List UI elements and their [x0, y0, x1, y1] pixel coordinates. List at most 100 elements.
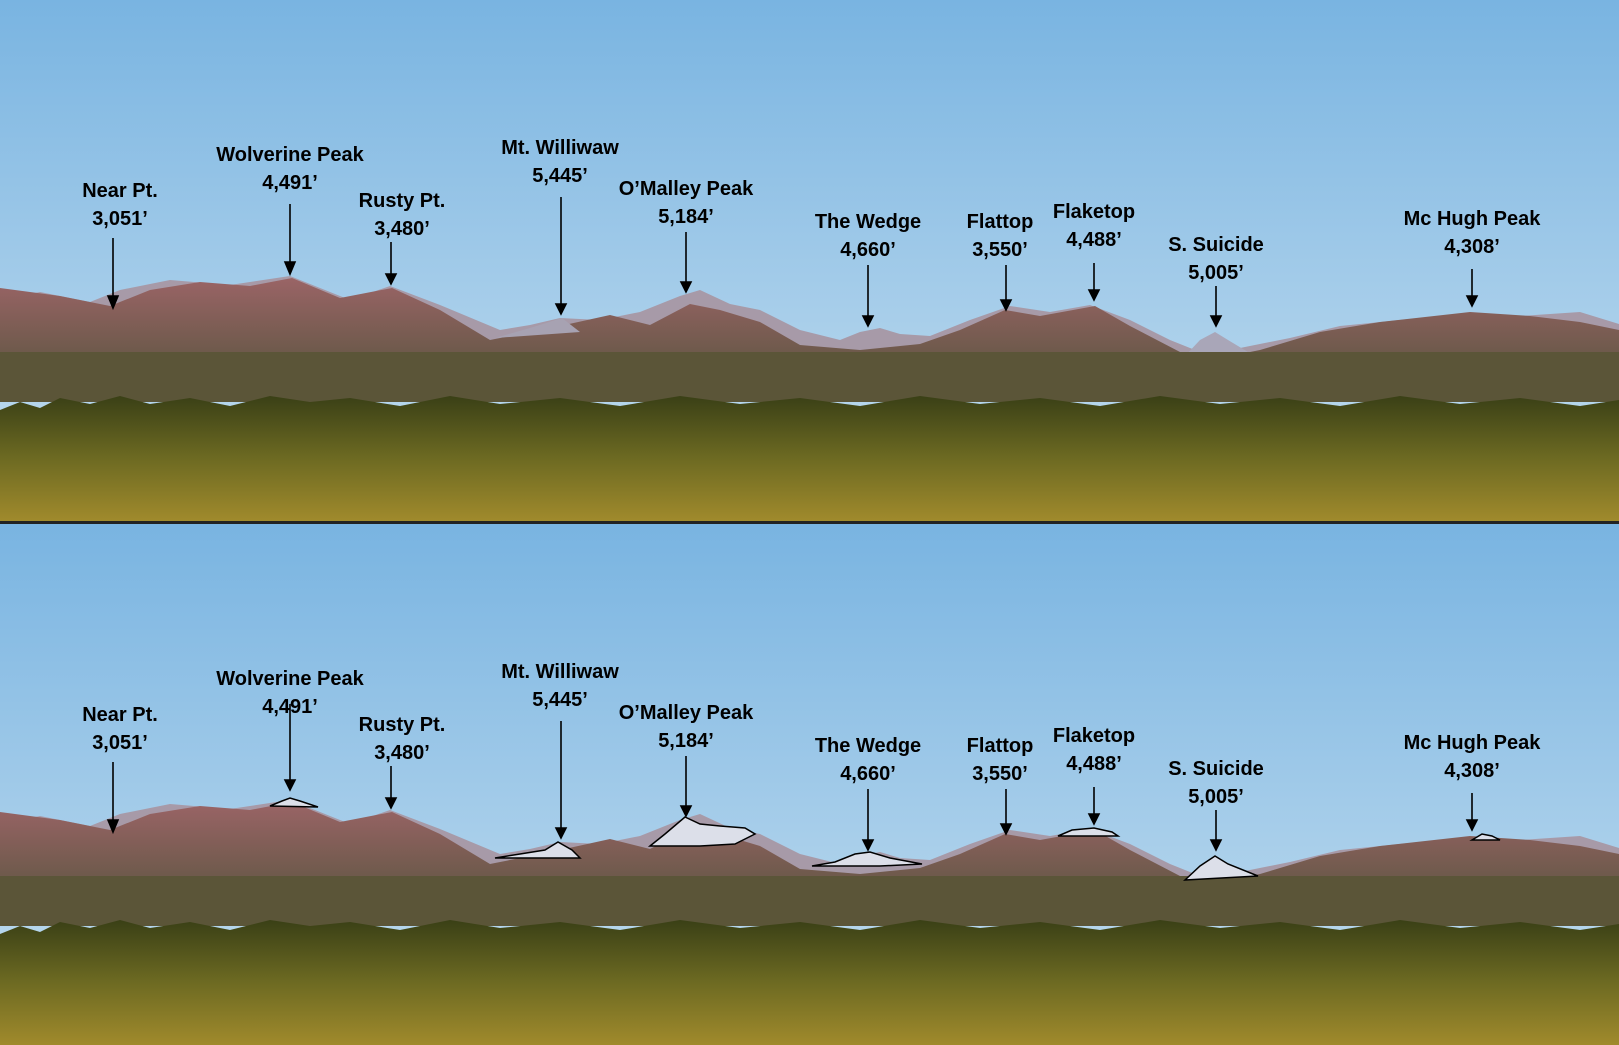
peak-label-williwaw: Mt. Williwaw 5,445’	[501, 134, 619, 190]
peak-name: Near Pt.	[82, 180, 158, 202]
outline-flaketop	[1057, 827, 1121, 837]
arrow-head-williwaw	[554, 303, 568, 316]
peak-name: Wolverine Peak	[216, 668, 364, 690]
peak-name: S. Suicide	[1168, 758, 1264, 780]
peak-elevation: 3,480’	[374, 742, 430, 764]
peak-name: Mc Hugh Peak	[1403, 208, 1541, 230]
mountain-scene-top	[0, 0, 1619, 521]
foothills	[0, 352, 1619, 402]
arrow-head-rusty	[384, 797, 398, 810]
summit-outlines	[269, 797, 1501, 881]
peak-elevation: 4,660’	[840, 239, 896, 261]
peak-name: Rusty Pt.	[358, 190, 446, 212]
peak-name: Near Pt.	[82, 704, 158, 726]
arrow-head-flaketop	[1087, 289, 1101, 302]
peak-label-rusty: Rusty Pt. 3,480’	[359, 187, 446, 243]
outline-wolverine	[269, 797, 319, 808]
panel-divider	[0, 521, 1619, 524]
peak-label-williwaw: Mt. Williwaw 5,445’	[501, 658, 619, 714]
peak-name: Flattop	[966, 735, 1034, 757]
peak-name: O’Malley Peak	[618, 702, 754, 724]
suicide-peak-shape	[1185, 332, 1248, 356]
peak-label-suicide: S. Suicide 5,005’	[1168, 755, 1264, 811]
peak-elevation: 3,550’	[972, 239, 1028, 261]
arrow-head-flaketop	[1087, 813, 1101, 826]
peak-elevation: 5,184’	[658, 206, 714, 228]
arrow-head-mchugh	[1465, 819, 1479, 832]
arrow-group-bottom	[106, 704, 1479, 852]
peak-name: O’Malley Peak	[618, 178, 754, 200]
arrow-head-flattop	[999, 823, 1013, 836]
arrow-head-suicide	[1209, 315, 1223, 328]
outline-wedge	[811, 851, 923, 867]
peak-elevation: 4,491’	[262, 696, 318, 718]
arrow-head-near-pt	[106, 819, 120, 835]
peak-label-mchugh: Mc Hugh Peak 4,308’	[1404, 205, 1541, 261]
peak-elevation: 5,445’	[532, 689, 588, 711]
arrow-head-flattop	[999, 299, 1013, 312]
peak-name: Mc Hugh Peak	[1403, 732, 1541, 754]
foothills	[0, 876, 1619, 926]
peak-name: The Wedge	[814, 211, 922, 233]
peak-label-flaketop: Flaketop 4,488’	[1053, 198, 1135, 254]
peak-name: The Wedge	[814, 735, 922, 757]
peak-name: Flaketop	[1052, 725, 1136, 747]
peak-name: Flattop	[966, 211, 1034, 233]
arrow-head-mchugh	[1465, 295, 1479, 308]
peak-elevation: 4,308’	[1444, 236, 1500, 258]
peak-name: Rusty Pt.	[358, 714, 446, 736]
peak-elevation: 4,660’	[840, 763, 896, 785]
peak-name: Mt. Williwaw	[501, 137, 619, 159]
forest	[0, 396, 1619, 521]
peak-elevation: 3,550’	[972, 763, 1028, 785]
panorama-panel-bottom: Near Pt. 3,051’ Wolverine Peak 4,491’ Ru…	[0, 524, 1619, 1045]
peak-elevation: 5,445’	[532, 165, 588, 187]
peak-label-wedge: The Wedge 4,660’	[815, 732, 921, 788]
peak-label-flattop: Flattop 3,550’	[967, 732, 1034, 788]
peak-label-flaketop: Flaketop 4,488’	[1053, 722, 1135, 778]
peak-elevation: 4,308’	[1444, 760, 1500, 782]
peak-name: Mt. Williwaw	[501, 661, 619, 683]
arrow-head-omalley	[679, 805, 693, 818]
arrow-head-rusty	[384, 273, 398, 286]
panorama-panel-top: Near Pt. 3,051’ Wolverine Peak 4,491’ Ru…	[0, 0, 1619, 521]
arrow-group-top	[106, 197, 1479, 328]
peak-elevation: 4,488’	[1066, 753, 1122, 775]
peak-label-wolverine: Wolverine Peak 4,491’	[216, 665, 363, 721]
peak-label-wolverine: Wolverine Peak 4,491’	[216, 141, 363, 197]
outline-suicide	[1182, 855, 1259, 881]
peak-label-rusty: Rusty Pt. 3,480’	[359, 711, 446, 767]
arrow-head-wedge	[861, 839, 875, 852]
outline-williwaw	[494, 841, 582, 859]
peak-elevation: 3,480’	[374, 218, 430, 240]
peak-elevation: 4,491’	[262, 172, 318, 194]
peak-label-omalley: O’Malley Peak 5,184’	[619, 699, 754, 755]
outline-omalley	[647, 816, 757, 847]
peak-name: S. Suicide	[1168, 234, 1264, 256]
peak-label-suicide: S. Suicide 5,005’	[1168, 231, 1264, 287]
peak-elevation: 3,051’	[92, 732, 148, 754]
peak-label-omalley: O’Malley Peak 5,184’	[619, 175, 754, 231]
peak-elevation: 5,005’	[1188, 786, 1244, 808]
williwaw-peak-shape	[495, 318, 580, 338]
peak-name: Wolverine Peak	[216, 144, 364, 166]
peak-label-mchugh: Mc Hugh Peak 4,308’	[1404, 729, 1541, 785]
arrow-head-wolverine	[283, 779, 297, 792]
mountain-scene-bottom	[0, 524, 1619, 1045]
forest	[0, 920, 1619, 1045]
arrow-head-wedge	[861, 315, 875, 328]
peak-elevation: 5,184’	[658, 730, 714, 752]
peak-name: Flaketop	[1052, 201, 1136, 223]
peak-label-near-pt: Near Pt. 3,051’	[82, 701, 158, 757]
arrow-head-williwaw	[554, 827, 568, 840]
peak-label-wedge: The Wedge 4,660’	[815, 208, 921, 264]
peak-label-flattop: Flattop 3,550’	[967, 208, 1034, 264]
arrow-head-wolverine	[283, 261, 297, 277]
arrow-head-omalley	[679, 281, 693, 294]
peak-label-near-pt: Near Pt. 3,051’	[82, 177, 158, 233]
arrow-head-suicide	[1209, 839, 1223, 852]
peak-elevation: 5,005’	[1188, 262, 1244, 284]
outline-mchugh	[1469, 833, 1501, 841]
peak-elevation: 3,051’	[92, 208, 148, 230]
peak-elevation: 4,488’	[1066, 229, 1122, 251]
